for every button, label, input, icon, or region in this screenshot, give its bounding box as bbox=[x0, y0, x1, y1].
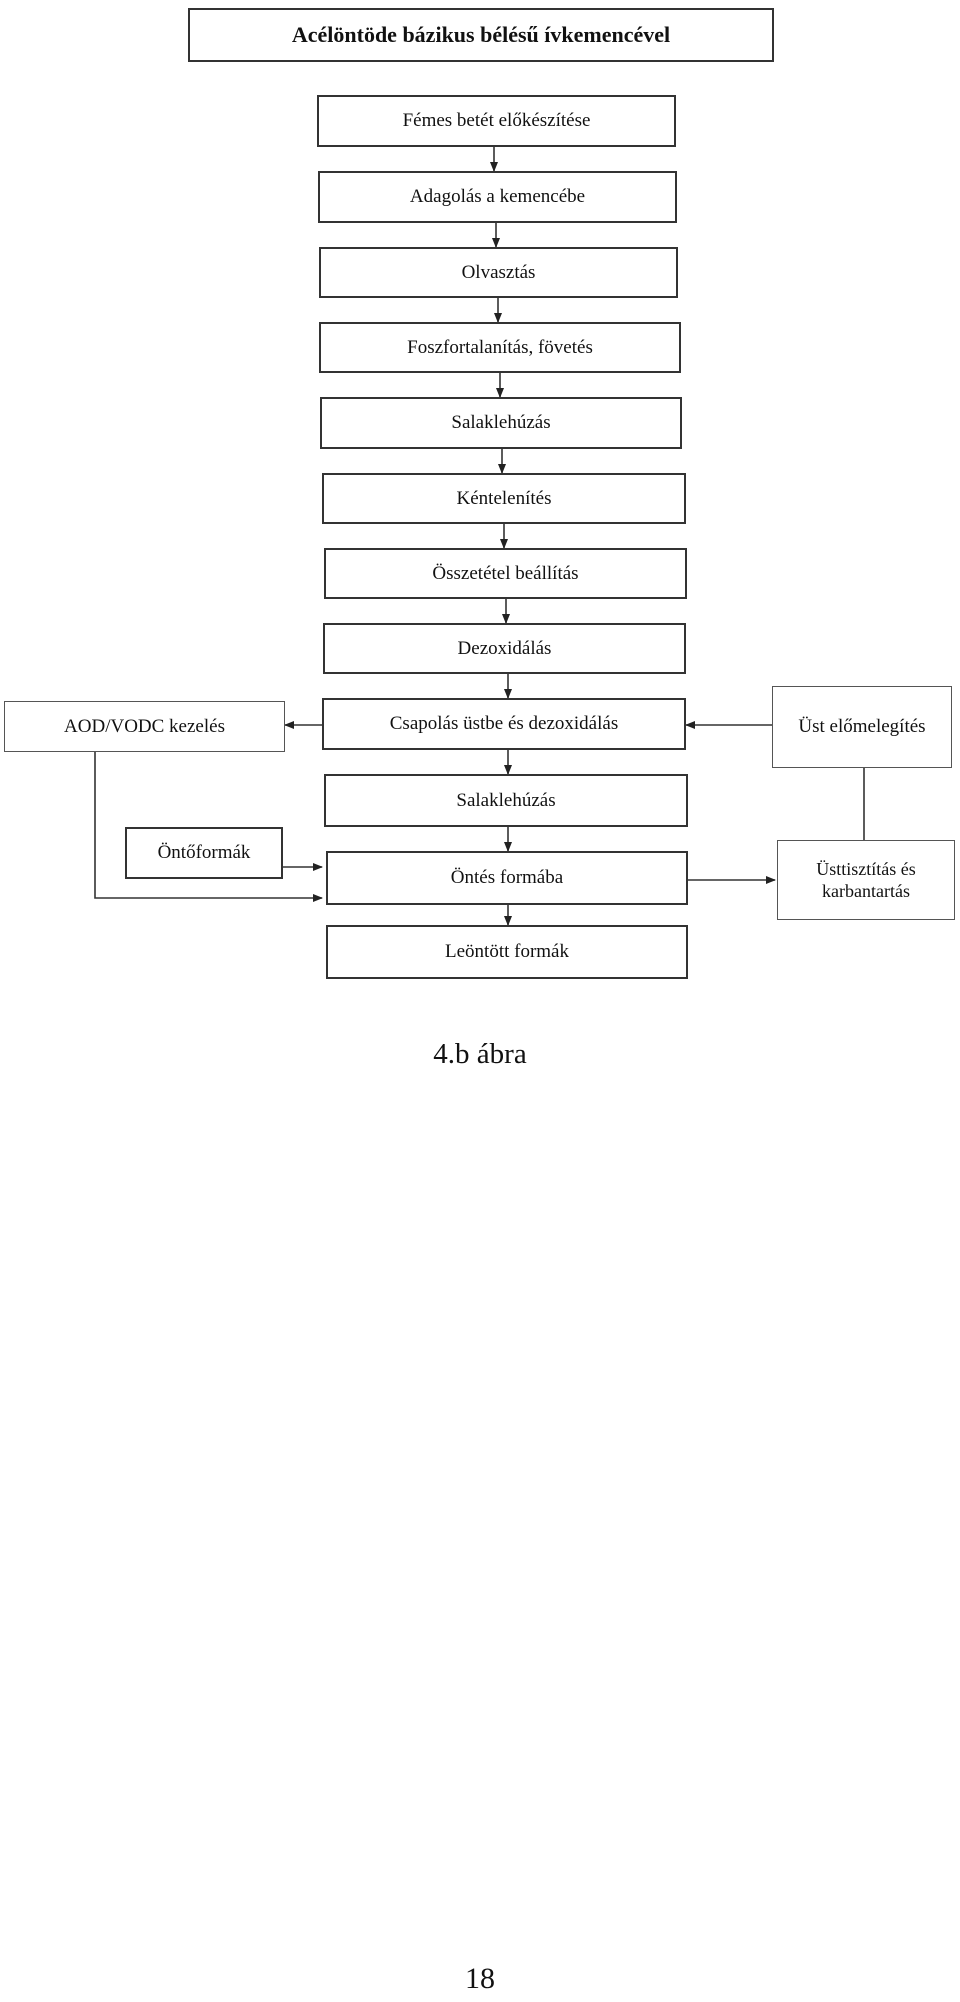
aod-vodc-treatment-box: AOD/VODC kezelés bbox=[4, 701, 285, 752]
step-melting: Olvasztás bbox=[319, 247, 678, 298]
step-slag-removal-2: Salaklehúzás bbox=[324, 774, 688, 827]
step-desulfurization: Kéntelenítés bbox=[322, 473, 686, 524]
step-metal-charge-preparation: Fémes betét előkészítése bbox=[317, 95, 676, 147]
step-dephosphorization: Foszfortalanítás, fövetés bbox=[319, 322, 681, 373]
step-tapping-into-ladle: Csapolás üstbe és dezoxidálás bbox=[322, 698, 686, 750]
step-casting-into-molds: Öntés formába bbox=[326, 851, 688, 905]
molds-box: Öntőformák bbox=[125, 827, 283, 879]
ladle-cleaning-box: Üsttisztítás és karbantartás bbox=[777, 840, 955, 920]
ladle-preheat-box: Üst előmelegítés bbox=[772, 686, 952, 768]
arrow-aod-to-casting bbox=[94, 752, 323, 902]
flowchart-connectors bbox=[94, 147, 865, 926]
page-number: 18 bbox=[465, 1962, 495, 1995]
step-deoxidation: Dezoxidálás bbox=[323, 623, 686, 674]
step-composition-adjustment: Összetétel beállítás bbox=[324, 548, 687, 599]
step-charging-furnace: Adagolás a kemencébe bbox=[318, 171, 677, 223]
step-cast-molds: Leöntött formák bbox=[326, 925, 688, 979]
diagram-title: Acélöntöde bázikus bélésű ívkemencével bbox=[188, 8, 774, 62]
figure-caption: 4.b ábra bbox=[433, 1038, 527, 1070]
step-slag-removal-1: Salaklehúzás bbox=[320, 397, 682, 449]
